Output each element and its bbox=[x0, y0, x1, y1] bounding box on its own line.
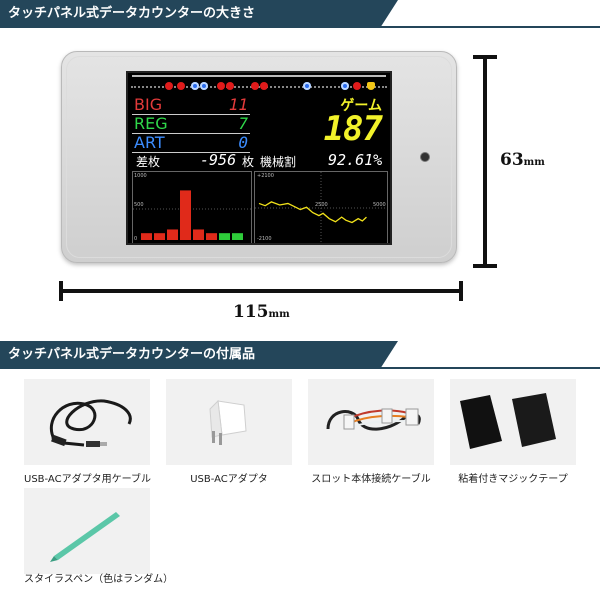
width-dimension: 115mm bbox=[233, 302, 290, 322]
slump-line bbox=[258, 201, 367, 224]
row-underline bbox=[132, 133, 250, 134]
bar-ymax-tick: 1000 bbox=[134, 173, 147, 179]
screen-top-bar bbox=[132, 75, 386, 77]
accessory-caption: USB-ACアダプタ用ケーブル bbox=[24, 474, 151, 485]
accessory-velcro-tape bbox=[450, 379, 576, 465]
sensor-icon bbox=[420, 152, 430, 162]
section-title-accessories: タッチパネル式データカウンターの付属品 bbox=[0, 341, 398, 369]
bar bbox=[154, 233, 165, 240]
bar bbox=[180, 190, 191, 240]
bar bbox=[141, 233, 152, 240]
blue-seven-icon bbox=[191, 82, 199, 90]
bar-graph-plot bbox=[133, 190, 251, 240]
rate-label: 機械割 bbox=[260, 155, 297, 169]
cherry-icon bbox=[165, 82, 173, 90]
ac-adapter-icon bbox=[209, 399, 247, 445]
line-xmax-tick: 5000 bbox=[373, 202, 386, 208]
bar bbox=[206, 233, 217, 240]
accessory-usb-cable bbox=[24, 379, 150, 465]
screen-dotted-line bbox=[131, 86, 387, 88]
height-value: 63 bbox=[500, 150, 524, 170]
cherry-icon bbox=[217, 82, 225, 90]
dimension-lines bbox=[59, 55, 497, 301]
stylus-pen-icon bbox=[50, 512, 120, 562]
accessory-ac-adapter bbox=[166, 379, 292, 465]
cherry-icon bbox=[260, 82, 268, 90]
accessory-caption: 粘着付きマジックテープ bbox=[458, 474, 568, 485]
width-unit: mm bbox=[268, 309, 290, 320]
accessory-caption: スロット本体接続ケーブル bbox=[311, 474, 431, 485]
big-label: BIG bbox=[134, 95, 163, 114]
section-title-size: タッチパネル式データカウンターの大きさ bbox=[0, 0, 398, 28]
cherry-icon bbox=[226, 82, 234, 90]
bar bbox=[167, 229, 178, 240]
reg-label: REG bbox=[134, 114, 168, 133]
big-count: 11 bbox=[228, 95, 248, 114]
game-count: 187 bbox=[323, 109, 383, 149]
bar bbox=[219, 233, 230, 240]
usb-cable-icon bbox=[49, 399, 132, 447]
device-bezel bbox=[66, 56, 452, 258]
game-label: ゲーム bbox=[340, 98, 382, 114]
rate-value: 92.61% bbox=[328, 151, 383, 169]
bar-ymid-tick: 500 bbox=[134, 202, 144, 208]
blue-seven-icon bbox=[341, 82, 349, 90]
height-dimension: 63mm bbox=[500, 150, 545, 170]
accessory-slot-cable bbox=[308, 379, 434, 465]
line-ymin-tick: -2100 bbox=[257, 236, 272, 242]
cherry-icon bbox=[251, 82, 259, 90]
accessory-caption: スタイラスペン（色はランダム） bbox=[24, 574, 174, 585]
touch-screen: BIG 11 REG 7 ART 0 ゲーム 187 差枚 -956 枚 機械割… bbox=[126, 71, 392, 245]
blue-seven-icon bbox=[200, 82, 208, 90]
diff-unit: 枚 bbox=[242, 155, 255, 169]
art-count: 0 bbox=[238, 133, 248, 152]
line-graph-plot bbox=[255, 172, 387, 243]
cherry-icon bbox=[177, 82, 185, 90]
velcro-tape-icon bbox=[460, 393, 556, 449]
diff-label: 差枚 bbox=[136, 155, 161, 169]
reg-count: 7 bbox=[238, 114, 248, 133]
bell-icon bbox=[367, 82, 375, 90]
row-underline bbox=[132, 114, 250, 115]
art-label: ART bbox=[134, 133, 165, 152]
line-ymax-tick: +2100 bbox=[257, 173, 274, 179]
cherry-icon bbox=[353, 82, 361, 90]
line-xmid-tick: 2500 bbox=[315, 202, 328, 208]
blue-seven-icon bbox=[303, 82, 311, 90]
bar bbox=[232, 233, 243, 240]
width-value: 115 bbox=[233, 302, 269, 322]
diff-value: -956 bbox=[200, 151, 237, 169]
slot-cable-icon bbox=[326, 408, 421, 431]
symbol-row bbox=[131, 82, 389, 92]
accessory-caption: USB-ACアダプタ bbox=[190, 474, 268, 485]
accessory-stylus-pen bbox=[24, 488, 150, 574]
row-underline bbox=[132, 152, 250, 153]
bar bbox=[193, 229, 204, 240]
bar-ymin-tick: 0 bbox=[134, 236, 138, 242]
height-unit: mm bbox=[523, 157, 545, 168]
bar-graph: 1000 500 0 bbox=[132, 171, 252, 243]
line-graph: +2100 -2100 2500 5000 bbox=[254, 171, 388, 243]
